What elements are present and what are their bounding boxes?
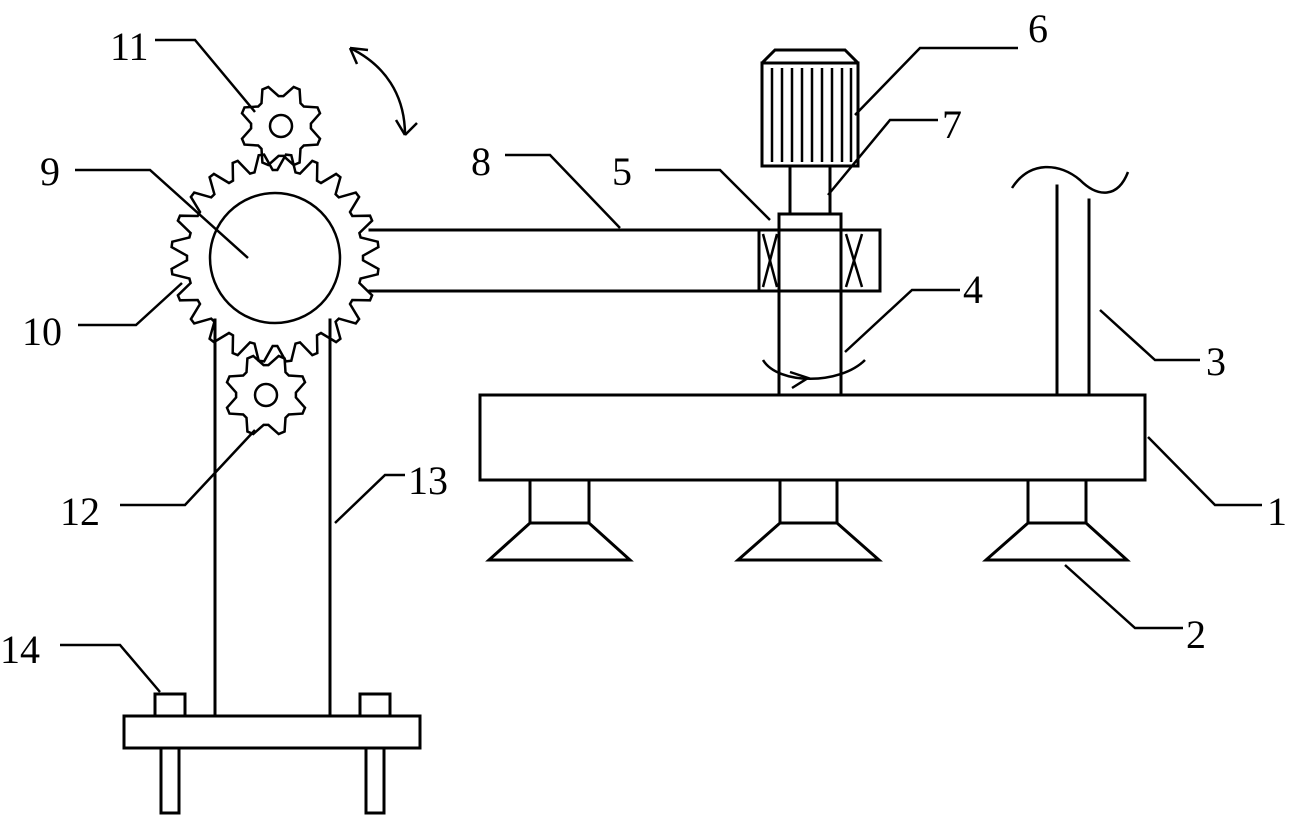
label-13: 13 <box>408 458 448 503</box>
label-6: 6 <box>1028 6 1048 51</box>
label-7: 7 <box>942 102 962 147</box>
rotating-shaft <box>761 288 866 397</box>
leader-lines <box>60 38 1262 693</box>
suction-foot-right <box>982 478 1131 562</box>
motor-shaft <box>788 164 832 216</box>
bearing-housing <box>757 212 864 293</box>
base-plate <box>478 393 1147 482</box>
upper-gear-center <box>268 113 294 139</box>
lower-gear-center <box>253 382 279 408</box>
label-9: 9 <box>40 149 60 194</box>
bolt-left <box>153 692 187 815</box>
horizontal-arm <box>368 228 882 293</box>
label-11: 11 <box>110 24 149 69</box>
label-8: 8 <box>471 139 491 184</box>
label-12: 12 <box>60 489 100 534</box>
suction-foot-left <box>485 478 634 562</box>
label-14: 14 <box>0 627 40 672</box>
large-gear <box>170 153 380 363</box>
swing-direction-arrow <box>348 46 418 136</box>
gear-hub-disc <box>208 191 342 325</box>
motor <box>760 48 860 168</box>
upper-small-gear <box>240 85 322 167</box>
lower-small-gear <box>225 354 307 436</box>
support-column <box>213 318 332 718</box>
label-3: 3 <box>1206 339 1226 384</box>
handle <box>1010 165 1130 397</box>
label-2: 2 <box>1186 612 1206 657</box>
label-5: 5 <box>612 149 632 194</box>
mounting-plate <box>122 714 422 750</box>
bolt-right <box>358 692 392 815</box>
suction-foot-middle <box>734 478 883 562</box>
label-4: 4 <box>963 267 983 312</box>
label-10: 10 <box>22 309 62 354</box>
label-1: 1 <box>1267 489 1287 534</box>
